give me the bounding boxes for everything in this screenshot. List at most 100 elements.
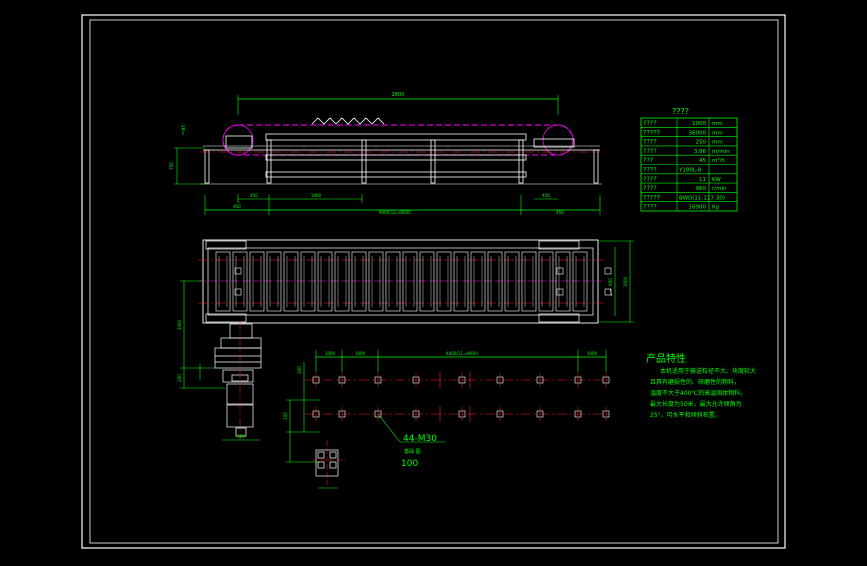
- spec-name: ???: [643, 156, 653, 164]
- dim-left: 450: [233, 204, 241, 209]
- dim-motor: 600: [237, 434, 245, 439]
- spec-value: Y180L-8: [678, 168, 702, 174]
- spec-row: ????? 36000 mm: [643, 128, 723, 136]
- pan-plate: [232, 251, 248, 312]
- middle-rail: [265, 154, 527, 161]
- pan-plate: [453, 251, 469, 312]
- spec-unit: mm: [712, 130, 723, 136]
- spec-unit: Kg: [712, 205, 719, 211]
- bearing-block: [604, 267, 612, 275]
- spec-table-title: ????: [672, 107, 689, 116]
- pan-plate: [368, 251, 384, 312]
- dim-right: 450: [556, 210, 564, 215]
- pan-plate: [249, 251, 265, 312]
- dim-plan-inner: 950: [608, 278, 613, 286]
- foundation-sub-label: 基础 图: [404, 448, 421, 455]
- spec-name: ????: [643, 175, 657, 183]
- pan-plate: [572, 251, 588, 312]
- feature-line: 25°，可水平和倾斜布置。: [650, 411, 721, 419]
- spec-value: 45: [699, 158, 706, 164]
- spec-value: 16900: [689, 205, 707, 211]
- pans-zigzag: [311, 117, 385, 125]
- spec-row: ???? 960 r/min: [643, 184, 727, 192]
- pan-plate: [334, 251, 350, 312]
- spec-name: ????: [643, 119, 657, 127]
- spec-value: 960: [696, 186, 707, 192]
- pan-plate: [266, 251, 282, 312]
- drive-head: [225, 135, 253, 149]
- pan-plate: [300, 251, 316, 312]
- spec-name: ????: [643, 138, 657, 146]
- spec-name: ?????: [643, 128, 660, 136]
- pan-plate: [504, 251, 520, 312]
- spec-name: ?????: [643, 193, 660, 201]
- lower-rail: [265, 171, 527, 178]
- spec-value: 3.86: [694, 149, 707, 155]
- dim-small: 25: [181, 124, 186, 130]
- spec-row: ??? 45 m³/h: [643, 156, 725, 164]
- spec-row: ???? 250 mm: [643, 138, 723, 146]
- spec-unit: mm: [712, 121, 723, 127]
- dim-mid: 1000: [311, 193, 322, 198]
- foundation-bolts: [312, 372, 610, 422]
- spec-unit: r/min: [712, 186, 727, 192]
- fnd-dim-left: 1000: [325, 351, 336, 356]
- spec-value: 11: [699, 177, 706, 183]
- spec-value: 250: [696, 140, 707, 146]
- bearing-block: [234, 267, 242, 275]
- spec-row: ???? Y180L-8: [643, 166, 702, 174]
- pan-plate: [419, 251, 435, 312]
- spec-name: ????: [643, 203, 657, 211]
- pan-plate: [470, 251, 486, 312]
- spec-name: ????: [643, 147, 657, 155]
- foundation-view: 1000 1000 4400(11=4000) 1000 200 200 44-…: [283, 350, 612, 489]
- tail-sprocket: [542, 124, 574, 156]
- spec-name: ????: [643, 184, 657, 192]
- spec-unit: KW: [712, 177, 721, 183]
- pan-plate: [555, 251, 571, 312]
- spec-unit: m³/h: [712, 157, 725, 164]
- pan-plate: [436, 251, 452, 312]
- spec-name: ????: [643, 166, 657, 174]
- bearing-block: [556, 267, 564, 275]
- bearing-block: [556, 288, 564, 296]
- pan-plate: [385, 251, 401, 312]
- spec-unit: m/min: [712, 149, 730, 155]
- scale-label: 100: [401, 459, 418, 469]
- plan-outline: [202, 239, 599, 324]
- pan-plate: [538, 251, 554, 312]
- pan-plate: [402, 251, 418, 312]
- dim-plan-left-a: 1000: [177, 319, 182, 330]
- spec-value: 1000: [692, 121, 706, 127]
- plan-pans: [215, 251, 612, 312]
- dim-total: 9000(12=6000): [379, 210, 411, 215]
- spec-row: ???? 16900 Kg: [643, 203, 719, 211]
- tail-tensioner: [533, 138, 575, 148]
- fnd-dim-right: 1000: [587, 351, 598, 356]
- fnd-dim-mid: 1000: [355, 351, 366, 356]
- drawing-frame-outer: [81, 14, 786, 549]
- spec-row: ???? 3.86 m/min: [643, 147, 730, 155]
- dim-overall: 2800: [392, 92, 405, 98]
- pan-plate: [521, 251, 537, 312]
- pan-plate: [487, 251, 503, 312]
- upper-rail: [265, 133, 527, 141]
- fnd-dim-side: 200: [297, 366, 302, 374]
- pan-plate: [215, 251, 231, 312]
- spec-value: 36000: [689, 130, 707, 136]
- fnd-dim-top: 4400(11=4000): [446, 351, 478, 356]
- feature-line: 且具有磨损性的、研磨性的物料，: [650, 378, 740, 386]
- bearing-block: [234, 288, 242, 296]
- dim-height: 750: [169, 162, 174, 170]
- spec-unit: mm: [712, 140, 723, 146]
- plan-view: 1000 950 1000 250 600: [177, 239, 634, 441]
- dim-plan-width: 1000: [623, 276, 628, 287]
- elevation-view: 2800 25 750: [169, 92, 602, 215]
- spec-row: ???? 1000 mm: [643, 119, 723, 127]
- dim-plan-left-b: 250: [177, 374, 182, 382]
- spec-row: ???? 11 KW: [643, 175, 721, 183]
- dim-right-top: 450: [542, 193, 550, 198]
